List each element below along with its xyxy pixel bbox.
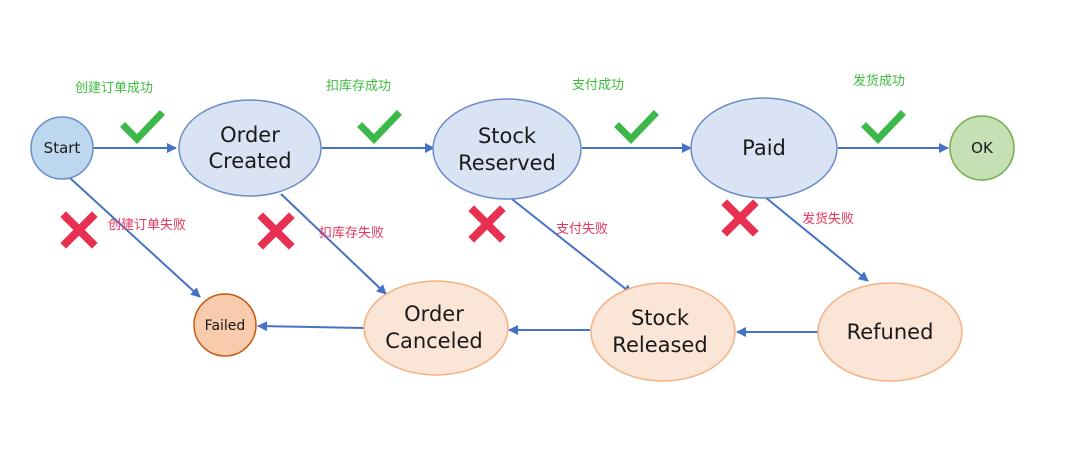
node-stock-released-label-line2: Released [612,333,707,357]
node-paid-label: Paid [742,136,786,160]
edge-paid-to-refuned [764,196,869,282]
check-icon [614,110,659,145]
cross-icon [721,199,759,237]
node-order-created: Order Created [178,99,322,197]
node-order-canceled: Order Canceled [363,280,509,376]
success-label-ship: 发货成功 [853,73,905,89]
node-stock-reserved-label-line1: Stock [478,124,537,148]
node-order-created-shape [178,99,322,197]
cross-icon [257,212,295,250]
node-stock-reserved-shape [432,98,582,200]
edge-start-to-failed [69,177,201,298]
node-failed: Failed [193,293,257,357]
node-order-canceled-label-line1: Order [404,302,464,326]
success-label-pay: 支付成功 [572,78,624,93]
node-stock-released-label-line1: Stock [631,306,690,330]
node-start: Start [30,116,94,180]
fail-label-deduct-stock: 扣库存失败 [319,225,384,241]
node-ok-shape [949,115,1015,181]
edge-order-created-to-order-canceled [280,193,387,295]
success-label-deduct-stock: 扣库存成功 [326,78,391,94]
node-stock-reserved: Stock Reserved [432,98,582,200]
node-order-canceled-shape [363,280,509,376]
node-order-created-label-line1: Order [220,123,280,147]
fail-label-create-order: 创建订单失败 [108,218,186,233]
node-refuned-shape [817,282,963,382]
check-icon [861,110,906,145]
edge-stock-reserved-to-stock-released [507,195,633,295]
node-refuned: Refuned [817,282,963,382]
node-start-shape [30,116,94,180]
node-order-canceled-label-line2: Canceled [385,329,482,353]
node-failed-label: Failed [205,318,246,334]
node-stock-released-shape [590,282,736,382]
node-refuned-label: Refuned [847,320,934,344]
node-start-label: Start [44,139,81,157]
check-icon [357,110,402,145]
success-label-create-order: 创建订单成功 [75,81,153,96]
check-icon [120,110,165,145]
fail-label-ship: 发货失败 [802,211,854,227]
edges [69,143,949,337]
node-ok: OK [949,115,1015,181]
node-stock-reserved-label-line2: Reserved [458,151,556,175]
fail-label-pay: 支付失败 [556,222,608,237]
node-stock-released: Stock Released [590,282,736,382]
node-paid: Paid [690,97,838,199]
edge-order-canceled-to-failed [257,321,365,332]
node-order-created-label-line2: Created [208,149,291,173]
node-paid-shape [690,97,838,199]
cross-icon [468,205,506,243]
node-failed-shape [193,293,257,357]
cross-icon [60,211,98,249]
node-ok-label: OK [971,139,994,157]
